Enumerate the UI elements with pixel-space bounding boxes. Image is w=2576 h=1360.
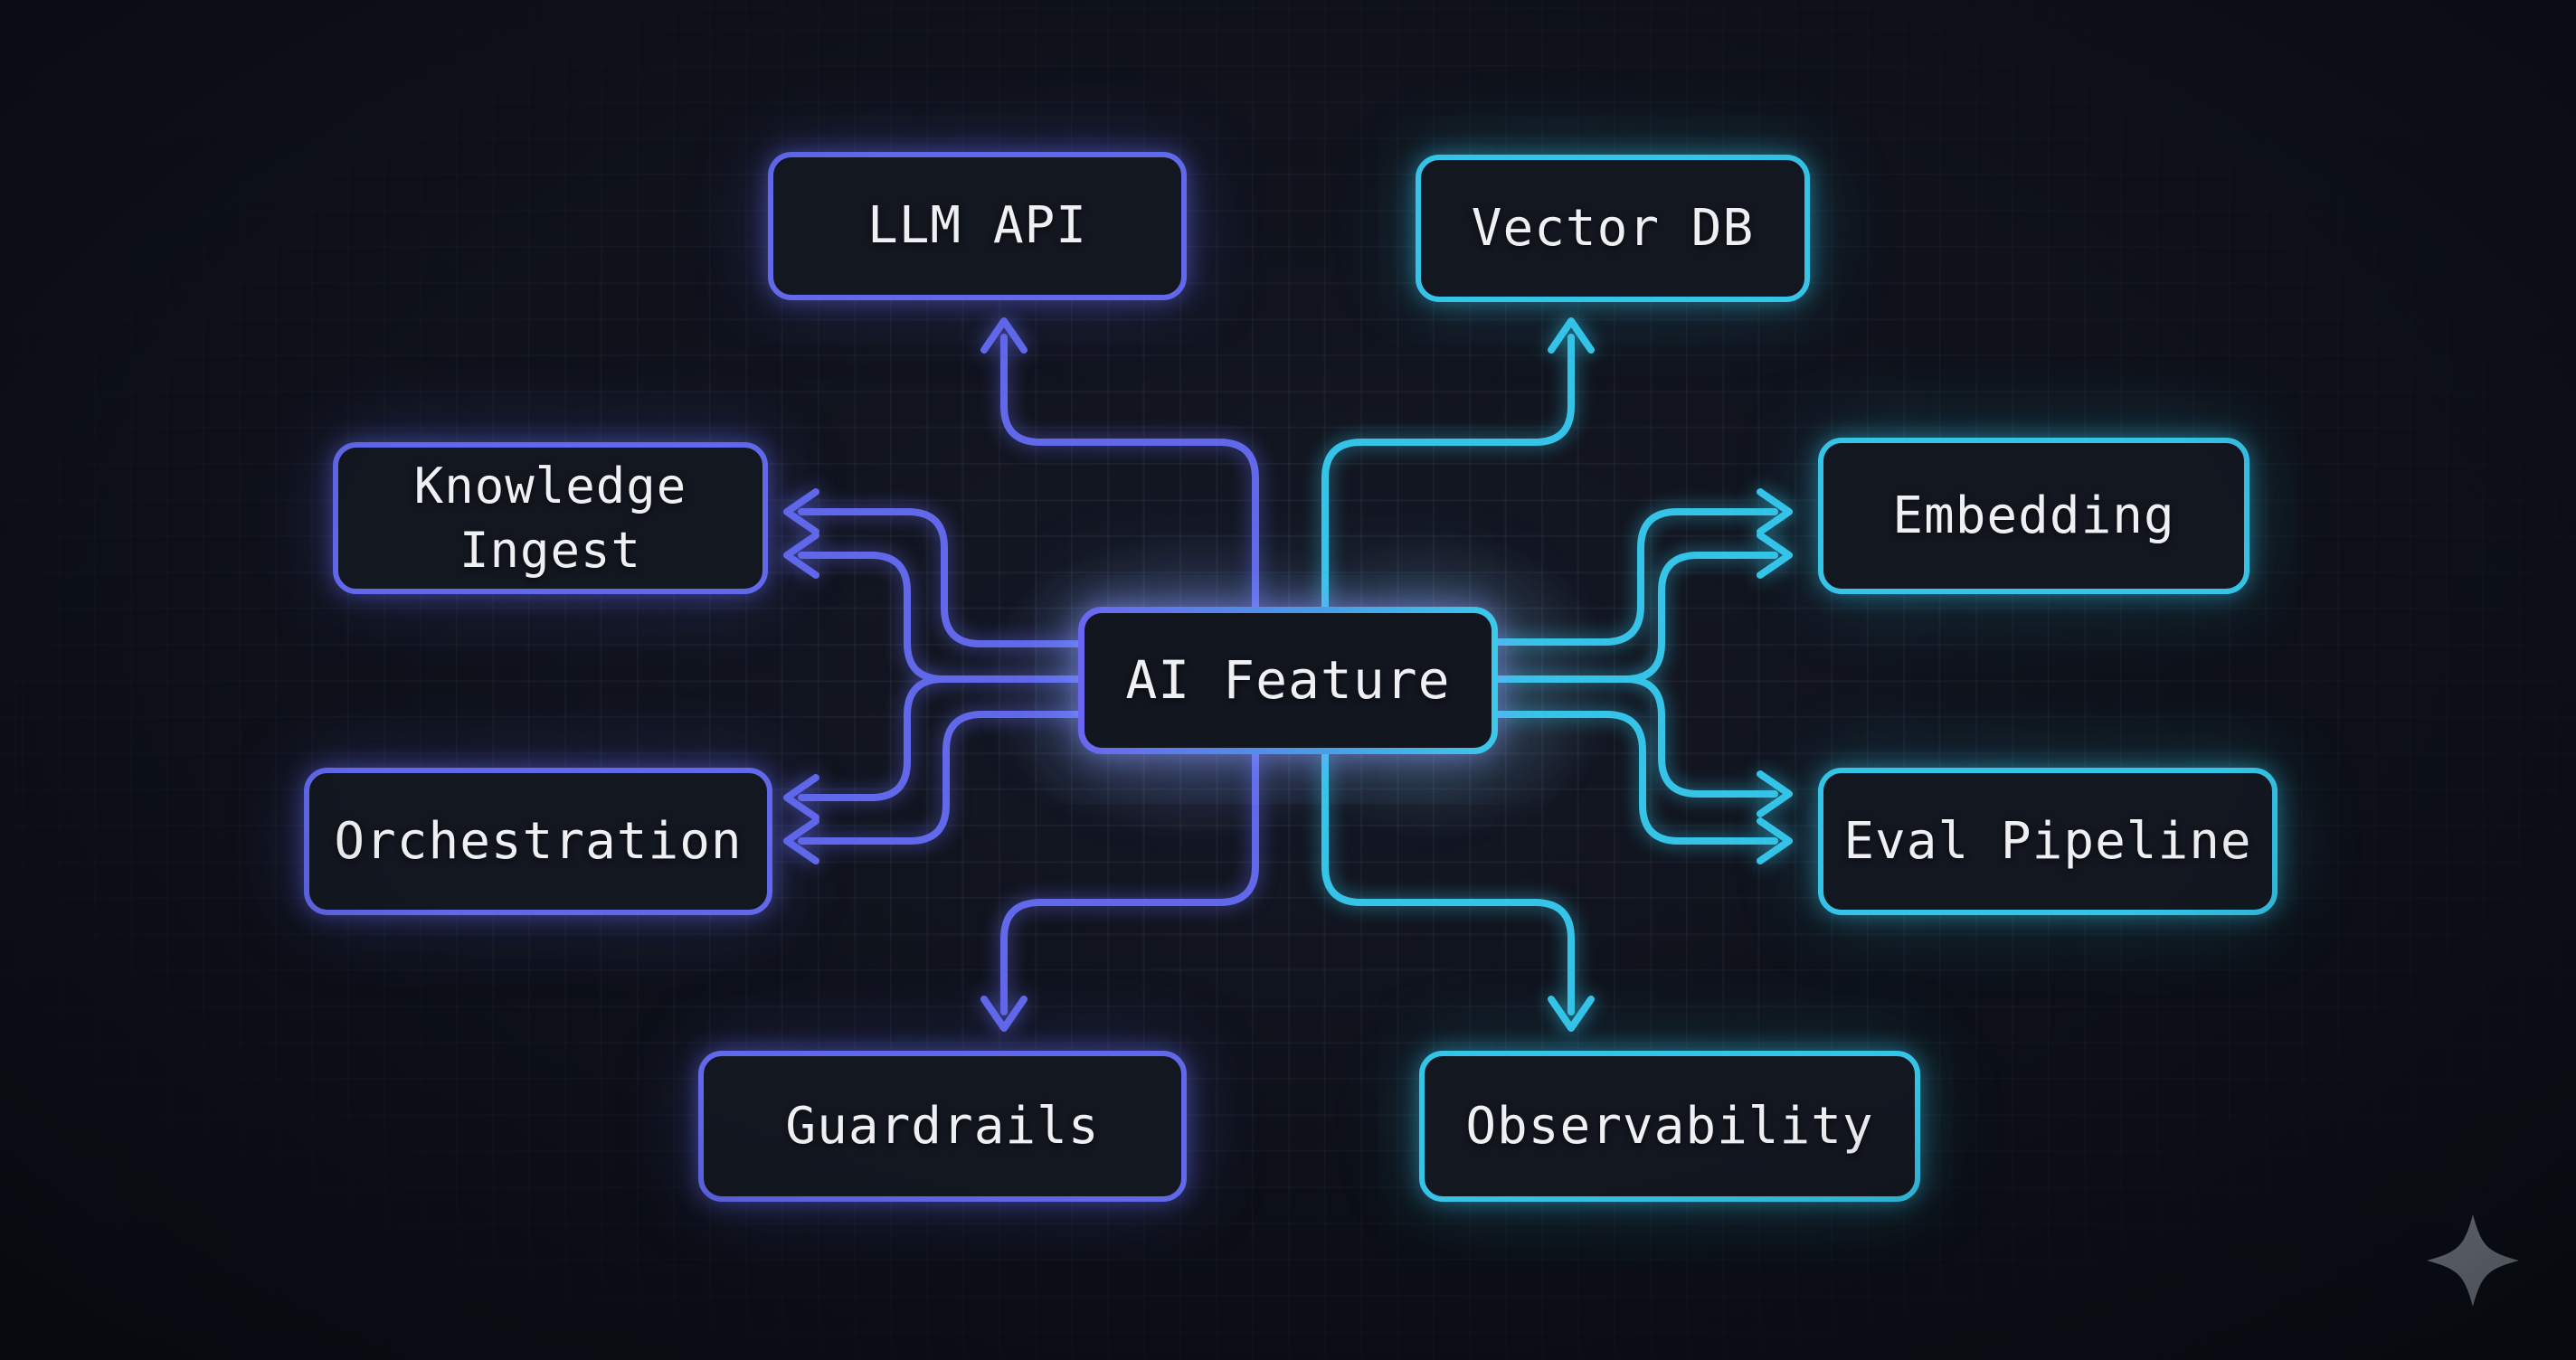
edge-ai-to-knowledge-ingest-1 [798,508,1082,647]
arrowhead-up-icon [980,317,1028,354]
edge-ai-to-orchestration-1 [798,675,1082,801]
edge-ai-to-vector-db [1321,334,1575,610]
edge-ai-to-eval-pipeline-1 [1494,675,1778,798]
node-orchestration: Orchestration [304,768,772,915]
arrowhead-right-icon [1757,770,1793,817]
node-guardrails: Guardrails [698,1051,1187,1202]
arrowhead-right-icon [1757,488,1793,535]
node-llm-api: LLM API [768,152,1187,300]
arrowhead-left-icon [783,817,819,864]
arrowhead-right-icon [1757,532,1793,579]
node-label: Observability [1465,1096,1874,1156]
node-ai-feature: AI Feature [1078,607,1498,754]
edge-ai-to-embedding-2 [1494,552,1778,683]
node-vector-db: Vector DB [1416,155,1810,302]
node-label: Orchestration [334,811,743,871]
node-eval-pipeline: Eval Pipeline [1818,768,2278,915]
arrowhead-down-icon [980,996,1028,1032]
node-label: Guardrails [785,1096,1100,1156]
edge-ai-to-observability [1321,751,1575,1015]
edge-ai-to-guardrails [1000,751,1259,1015]
edge-ai-to-llm-api [1000,334,1259,610]
edge-ai-to-eval-pipeline-2 [1494,711,1778,845]
arrowhead-up-icon [1548,317,1595,354]
sparkle-icon [2427,1214,2519,1307]
arrowhead-down-icon [1548,996,1595,1032]
node-label: Embedding [1892,486,2175,545]
node-label: AI Feature [1125,649,1451,712]
node-label: Eval Pipeline [1843,811,2252,871]
node-knowledge-ingest: Knowledge Ingest [333,442,768,594]
edge-ai-to-embedding-1 [1494,508,1778,646]
edge-ai-to-orchestration-2 [798,711,1082,845]
node-label: LLM API [867,196,1087,256]
arrowhead-left-icon [783,488,819,535]
edge-ai-to-knowledge-ingest-2 [798,552,1082,683]
arrowhead-left-icon [783,774,819,821]
node-label: Vector DB [1471,198,1755,258]
node-embedding: Embedding [1818,438,2249,594]
node-label: Knowledge Ingest [413,457,687,579]
arrowhead-right-icon [1757,817,1793,864]
node-observability: Observability [1419,1051,1920,1202]
arrowhead-left-icon [783,532,819,579]
